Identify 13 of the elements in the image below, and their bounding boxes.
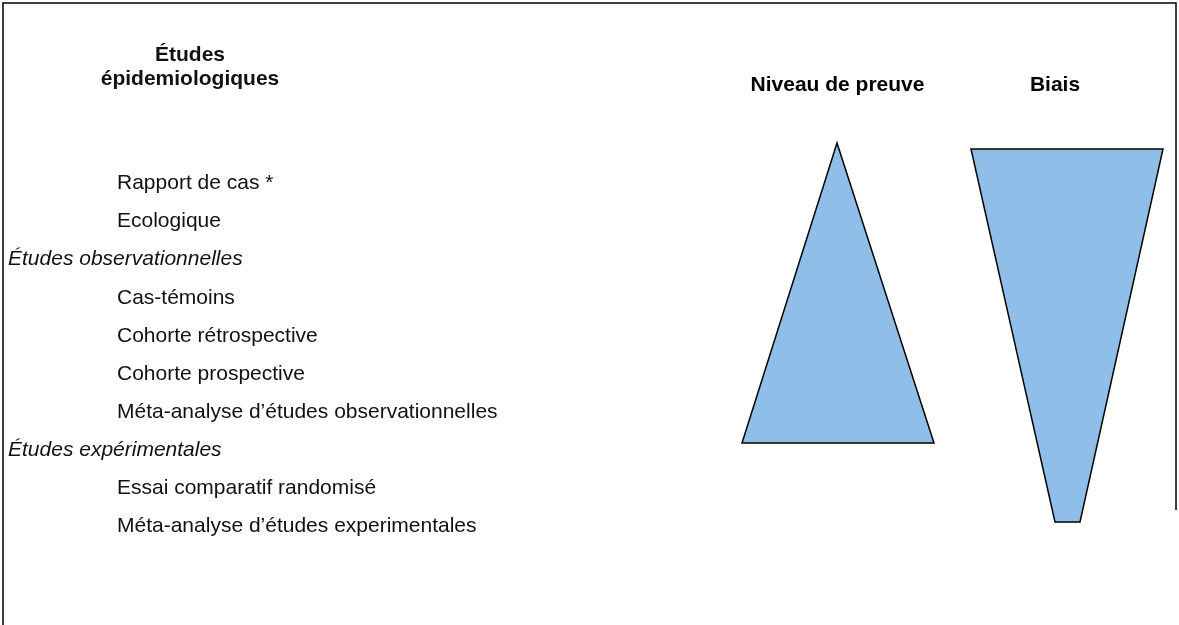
list-item: Ecologique bbox=[117, 208, 221, 232]
list-item: Rapport de cas * bbox=[117, 170, 274, 194]
category-heading: Études expérimentales bbox=[8, 437, 222, 461]
list-item: Cohorte prospective bbox=[117, 361, 305, 385]
list-item: Méta-analyse d’études observationnelles bbox=[117, 399, 498, 423]
column-heading: Niveau de preuve bbox=[749, 72, 926, 96]
column-heading: Biais bbox=[1028, 72, 1082, 96]
category-heading: Études observationnelles bbox=[8, 246, 243, 270]
list-item: Essai comparatif randomisé bbox=[117, 475, 377, 499]
list-item: Cohorte rétrospective bbox=[117, 323, 318, 347]
list-item: Méta-analyse d’études experimentales bbox=[117, 513, 477, 537]
section-heading: Études épidemiologiques bbox=[99, 42, 281, 90]
list-item: Cas-témoins bbox=[117, 285, 235, 309]
